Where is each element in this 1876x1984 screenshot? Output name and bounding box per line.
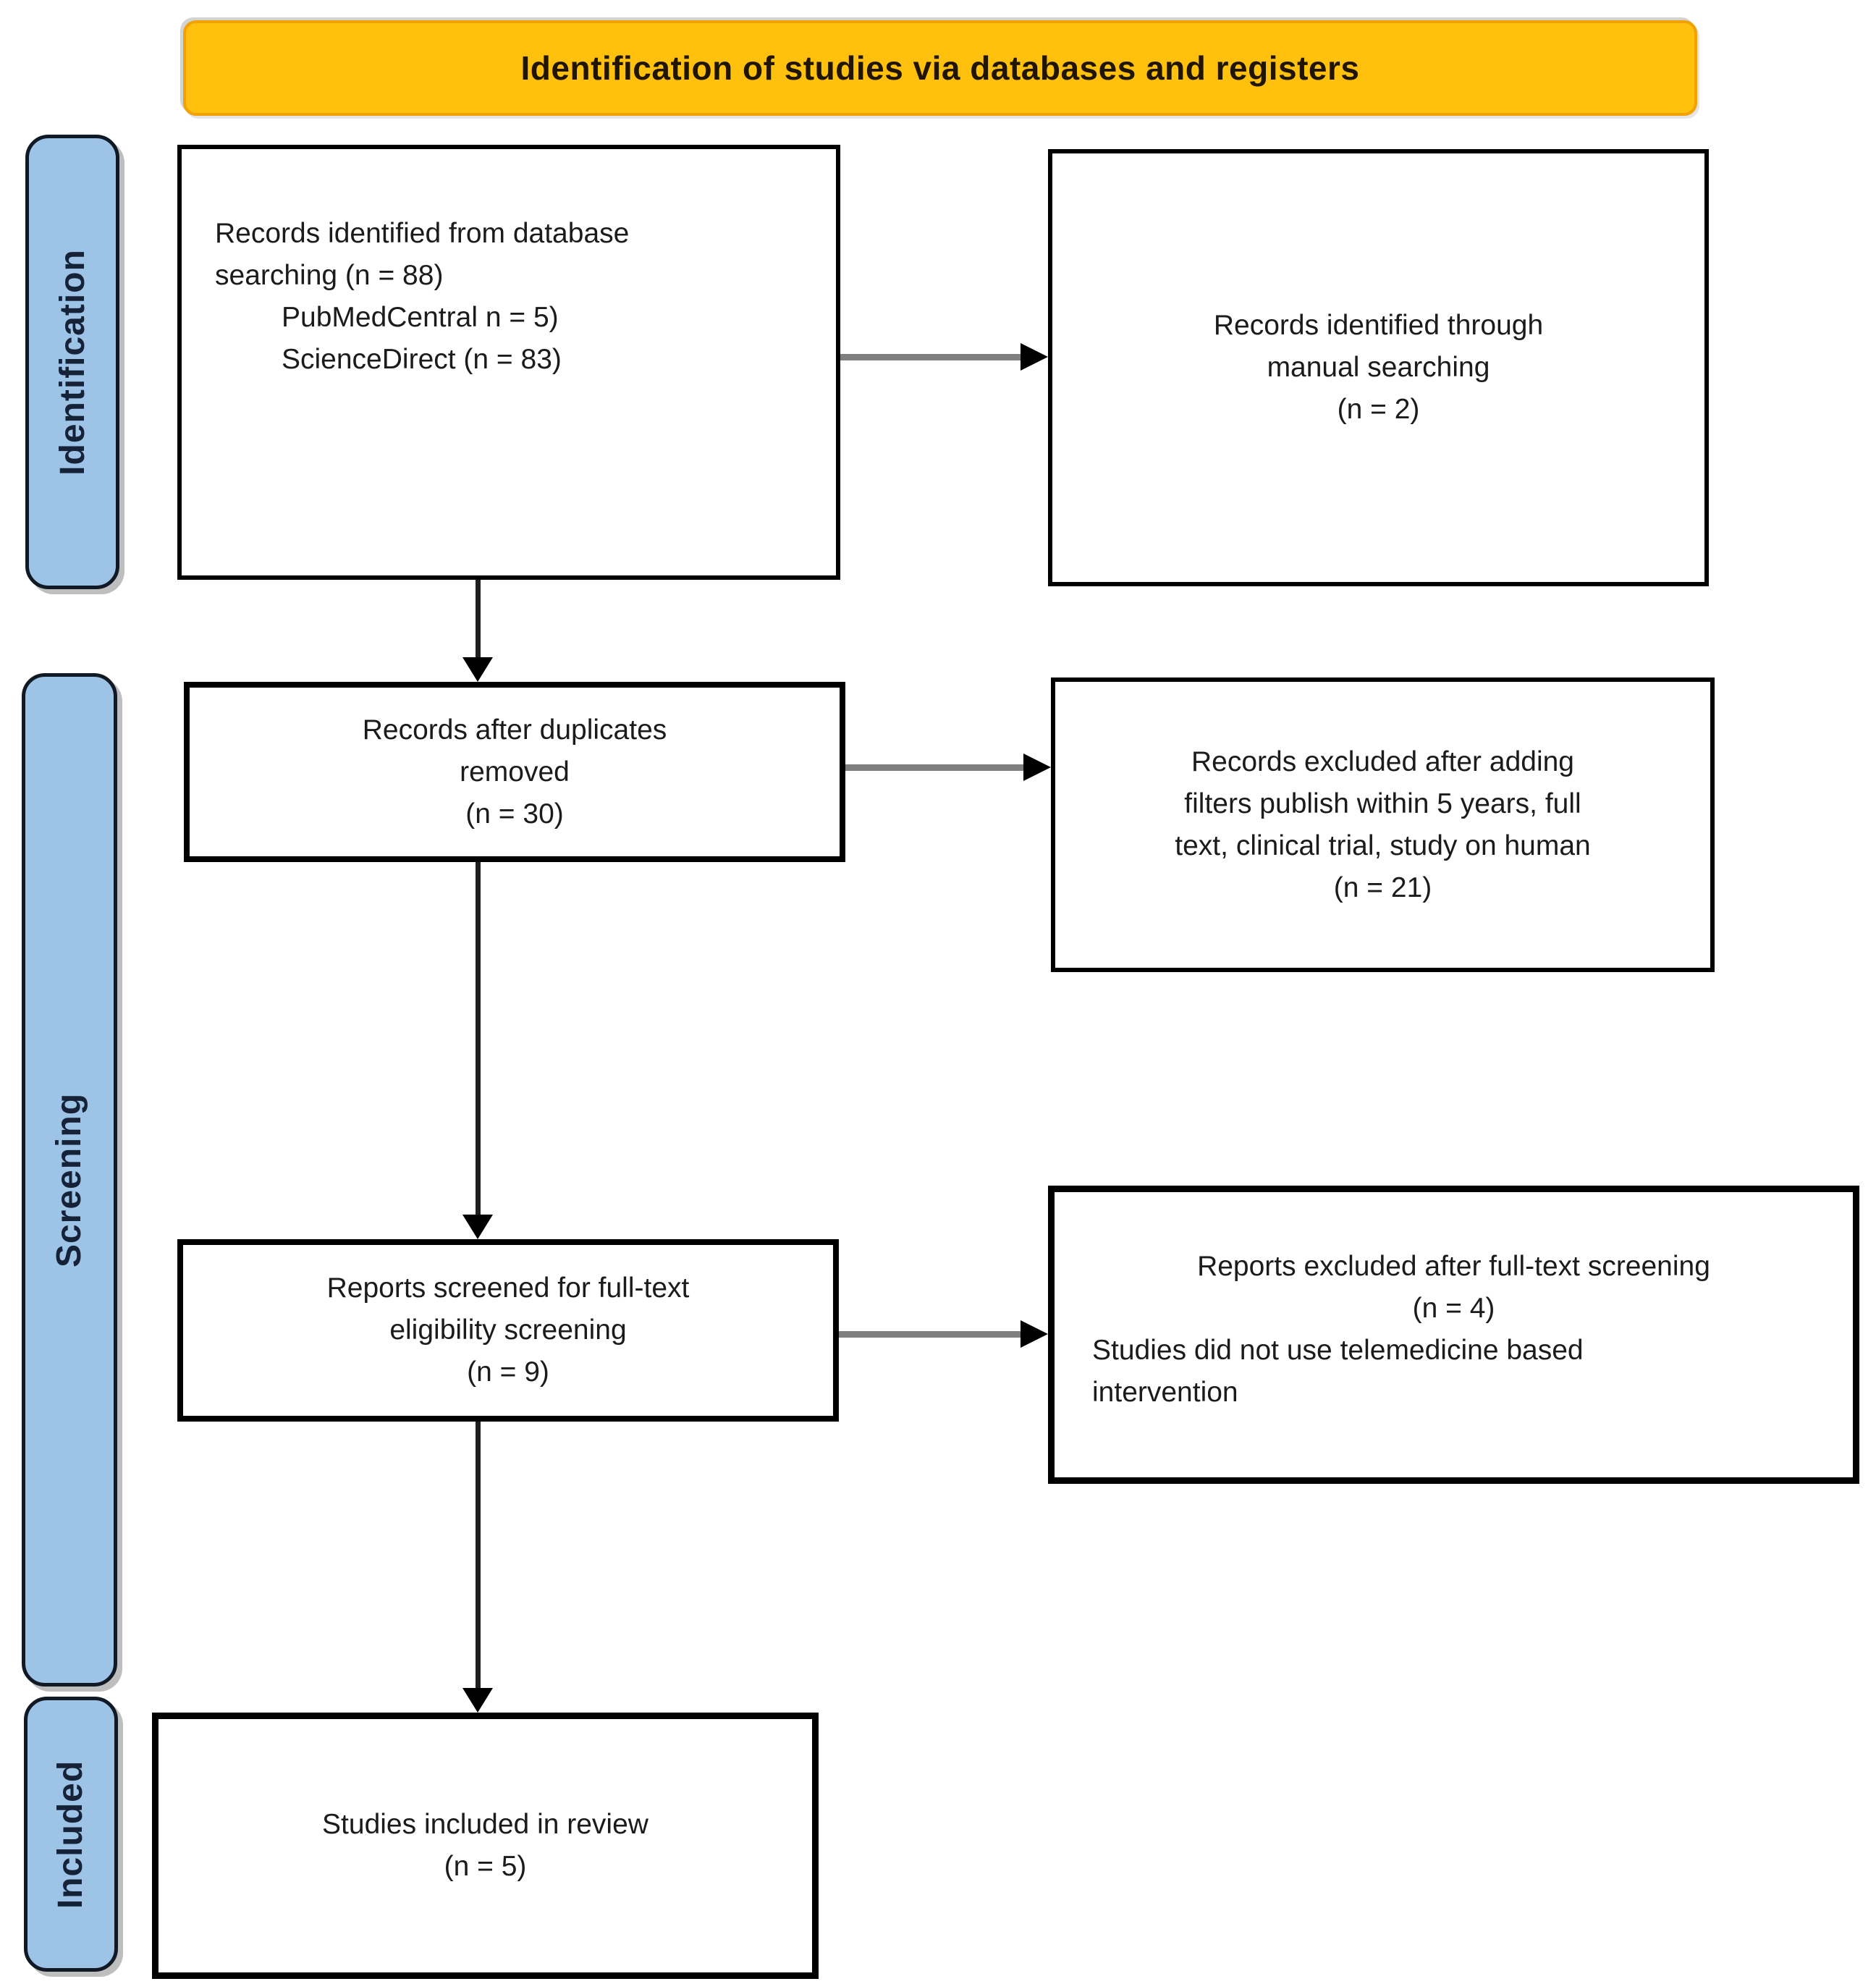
box-text-line: searching (n = 88)	[215, 260, 444, 291]
arrow-shaft	[475, 580, 481, 657]
stage-label-screening: Screening	[50, 1092, 89, 1267]
box-text-line: PubMedCentral n = 5)	[282, 302, 559, 333]
stage-pill-identification: Identification	[25, 135, 119, 589]
box-text-line: text, clinical trial, study on human	[1175, 830, 1591, 861]
box-text-line: (n = 9)	[467, 1356, 549, 1388]
box-text-line: filters publish within 5 years, full	[1184, 788, 1581, 819]
box-text-line: ScienceDirect (n = 83)	[282, 344, 562, 375]
arrowhead-down-icon	[462, 657, 493, 682]
arrow-shaft	[845, 764, 1023, 771]
arrow-db-search-to-manual-search	[840, 342, 1048, 371]
box-text-line: intervention	[1092, 1377, 1238, 1408]
box-text-line: Records identified from database	[215, 218, 630, 249]
arrowhead-right-icon	[1023, 754, 1051, 781]
arrow-shaft	[475, 862, 481, 1215]
arrow-db-search-to-duplicates-removed	[462, 580, 494, 682]
arrowhead-down-icon	[462, 1688, 493, 1713]
box-text-line: Studies did not use telemedicine based	[1092, 1335, 1584, 1366]
box-reports-screened-fulltext: Reports screened for full-text eligibili…	[177, 1239, 839, 1422]
stage-label-identification: Identification	[53, 248, 92, 476]
box-text-line: removed	[460, 756, 570, 788]
box-studies-included: Studies included in review (n = 5)	[152, 1713, 819, 1979]
arrow-fulltext-screened-to-fulltext-excluded	[839, 1320, 1048, 1348]
box-text-line: Reports excluded after full-text screeni…	[1197, 1251, 1710, 1282]
arrowhead-right-icon	[1021, 343, 1048, 371]
arrow-shaft	[839, 1330, 1021, 1338]
stage-pill-screening: Screening	[22, 673, 117, 1687]
box-text-line: Records after duplicates	[362, 714, 667, 746]
arrowhead-down-icon	[462, 1215, 493, 1239]
box-text-line: (n = 30)	[465, 798, 564, 830]
box-text-line: (n = 2)	[1337, 394, 1420, 425]
box-records-identified-manual: Records identified through manual search…	[1048, 149, 1709, 586]
box-text-line: (n = 21)	[1333, 871, 1432, 903]
box-records-excluded-filters: Records excluded after adding filters pu…	[1051, 677, 1715, 972]
box-text-line: Records excluded after adding	[1191, 746, 1574, 777]
box-text-line: (n = 5)	[444, 1851, 527, 1882]
box-text-line: Reports screened for full-text	[326, 1272, 690, 1304]
title-banner: Identification of studies via databases …	[183, 20, 1697, 116]
arrow-shaft	[840, 353, 1021, 360]
box-records-after-duplicates: Records after duplicates removed (n = 30…	[184, 682, 845, 862]
box-text-line: (n = 4)	[1412, 1293, 1495, 1324]
box-text-line: manual searching	[1267, 352, 1490, 383]
arrow-duplicates-removed-to-fulltext-screened	[462, 862, 494, 1239]
title-banner-label: Identification of studies via databases …	[520, 49, 1360, 87]
arrow-shaft	[475, 1422, 481, 1688]
box-text-line: Studies included in review	[322, 1809, 648, 1840]
box-reports-excluded-fulltext: Reports excluded after full-text screeni…	[1048, 1186, 1859, 1484]
stage-label-included: Included	[51, 1760, 90, 1909]
arrow-duplicates-removed-to-filters-excluded	[845, 753, 1051, 782]
box-text-line: Records identified through	[1213, 310, 1544, 341]
box-records-identified-database: Records identified from database searchi…	[177, 145, 840, 580]
box-text-line: eligibility screening	[389, 1314, 627, 1346]
stage-pill-included: Included	[24, 1697, 118, 1972]
arrow-fulltext-screened-to-included	[462, 1422, 494, 1713]
arrowhead-right-icon	[1021, 1320, 1048, 1348]
